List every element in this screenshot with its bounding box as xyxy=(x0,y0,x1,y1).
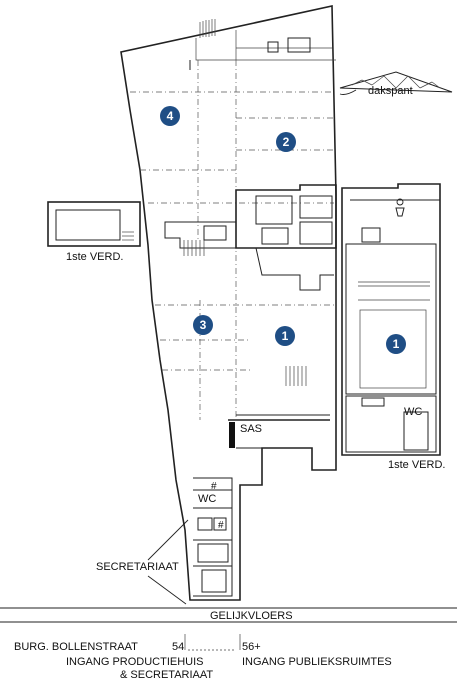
structural-grid xyxy=(130,60,334,420)
label-first-floor-right: 1ste VERD. xyxy=(388,459,445,471)
badge-room-3[interactable]: 3 xyxy=(193,315,213,335)
label-entrance-production-2: & SECRETARIAAT xyxy=(120,669,213,681)
badge-room-3-number: 3 xyxy=(200,318,207,332)
stair-top xyxy=(199,19,216,38)
badge-room-2[interactable]: 2 xyxy=(276,132,296,152)
label-sas: SAS xyxy=(240,423,262,435)
label-number-56: 56+ xyxy=(242,641,261,653)
first-floor-right-building xyxy=(341,183,441,456)
badge-room-4-number: 4 xyxy=(167,109,174,123)
label-secretariaat: SECRETARIAAT xyxy=(96,561,179,573)
badge-room-4[interactable]: 4 xyxy=(160,106,180,126)
badge-room-1-first-floor[interactable]: 1 xyxy=(386,334,406,354)
badge-room-1-main-number: 1 xyxy=(282,329,289,343)
first-floor-left-annex xyxy=(47,201,141,247)
svg-text:#: # xyxy=(218,520,224,531)
badge-room-1-main[interactable]: 1 xyxy=(275,326,295,346)
label-first-floor-left: 1ste VERD. xyxy=(66,251,123,263)
label-wc-right: WC xyxy=(404,406,422,418)
label-dakspant: dakspant xyxy=(368,85,413,97)
figure-icon xyxy=(395,198,405,217)
label-number-54: 54 xyxy=(172,641,184,653)
street-lines xyxy=(0,519,457,651)
roof-truss-icon xyxy=(339,71,453,95)
label-wc-main: WC xyxy=(198,493,216,505)
svg-text:#: # xyxy=(211,481,217,492)
central-core xyxy=(164,184,337,449)
badge-room-1-first-floor-number: 1 xyxy=(393,337,400,351)
main-building-outline xyxy=(120,5,337,601)
badge-room-2-number: 2 xyxy=(283,135,290,149)
label-entrance-production: INGANG PRODUCTIEHUIS xyxy=(66,656,204,668)
label-ground-floor: GELIJKVLOERS xyxy=(210,610,293,622)
lower-service-area: # # xyxy=(193,477,233,597)
label-street: BURG. BOLLENSTRAAT xyxy=(14,641,138,653)
stair-core xyxy=(183,240,205,256)
stair-room-1 xyxy=(285,366,307,386)
label-entrance-public: INGANG PUBLIEKSRUIMTES xyxy=(242,656,392,668)
